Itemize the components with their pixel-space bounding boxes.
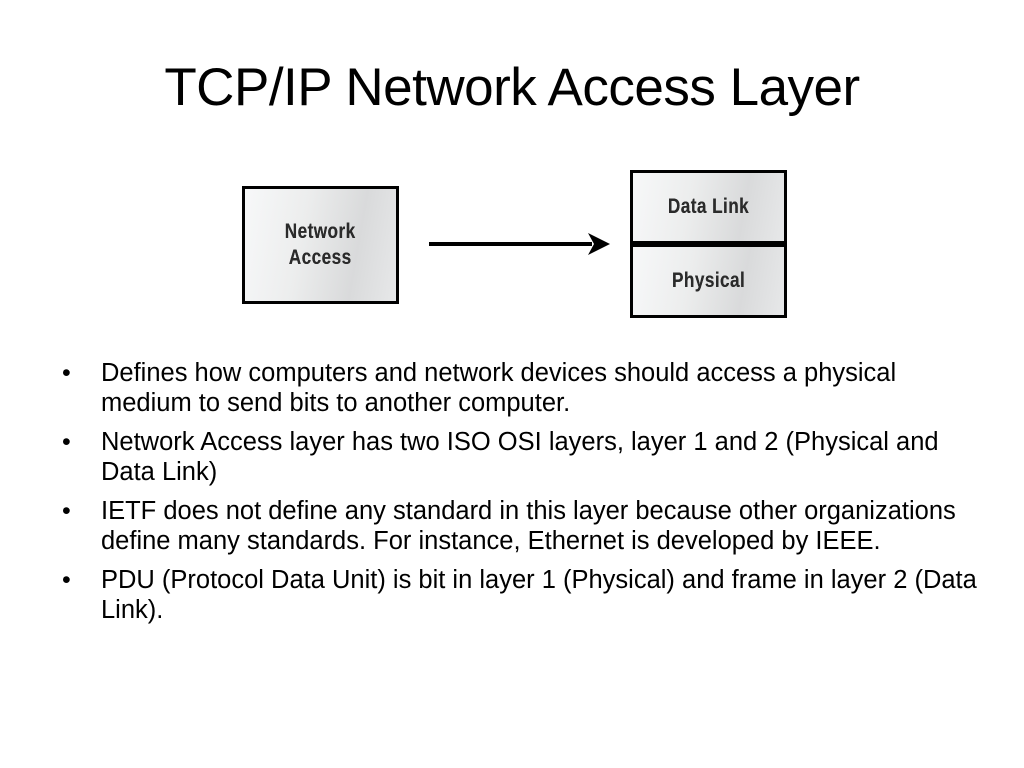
list-item: • Network Access layer has two ISO OSI l… — [58, 427, 978, 487]
diagram-box-data-link: Data Link — [630, 170, 787, 244]
list-item-text: PDU (Protocol Data Unit) is bit in layer… — [101, 566, 977, 624]
list-item: • IETF does not define any standard in t… — [58, 496, 978, 556]
diagram-box-network-access-label: Network Access — [285, 220, 356, 269]
diagram-box-physical-label: Physical — [671, 269, 746, 292]
bullet-marker-icon: • — [62, 497, 71, 525]
bullet-marker-icon: • — [62, 359, 71, 387]
diagram-box-network-access: Network Access — [242, 186, 399, 304]
bullet-list: • Defines how computers and network devi… — [58, 358, 978, 634]
diagram-box-physical: Physical — [630, 244, 787, 318]
list-item: • PDU (Protocol Data Unit) is bit in lay… — [58, 565, 978, 625]
list-item: • Defines how computers and network devi… — [58, 358, 978, 418]
list-item-text: IETF does not define any standard in thi… — [101, 497, 956, 555]
page-title: TCP/IP Network Access Layer — [164, 58, 860, 117]
network-access-mapping-diagram: Network Access Data Link Physical — [0, 0, 1024, 340]
diagram-arrow-icon — [429, 233, 610, 255]
diagram-box-data-link-label: Data Link — [667, 195, 750, 218]
bullet-marker-icon: • — [62, 428, 71, 456]
bullet-marker-icon: • — [62, 566, 71, 594]
list-item-text: Network Access layer has two ISO OSI lay… — [101, 428, 939, 486]
list-item-text: Defines how computers and network device… — [101, 359, 897, 417]
